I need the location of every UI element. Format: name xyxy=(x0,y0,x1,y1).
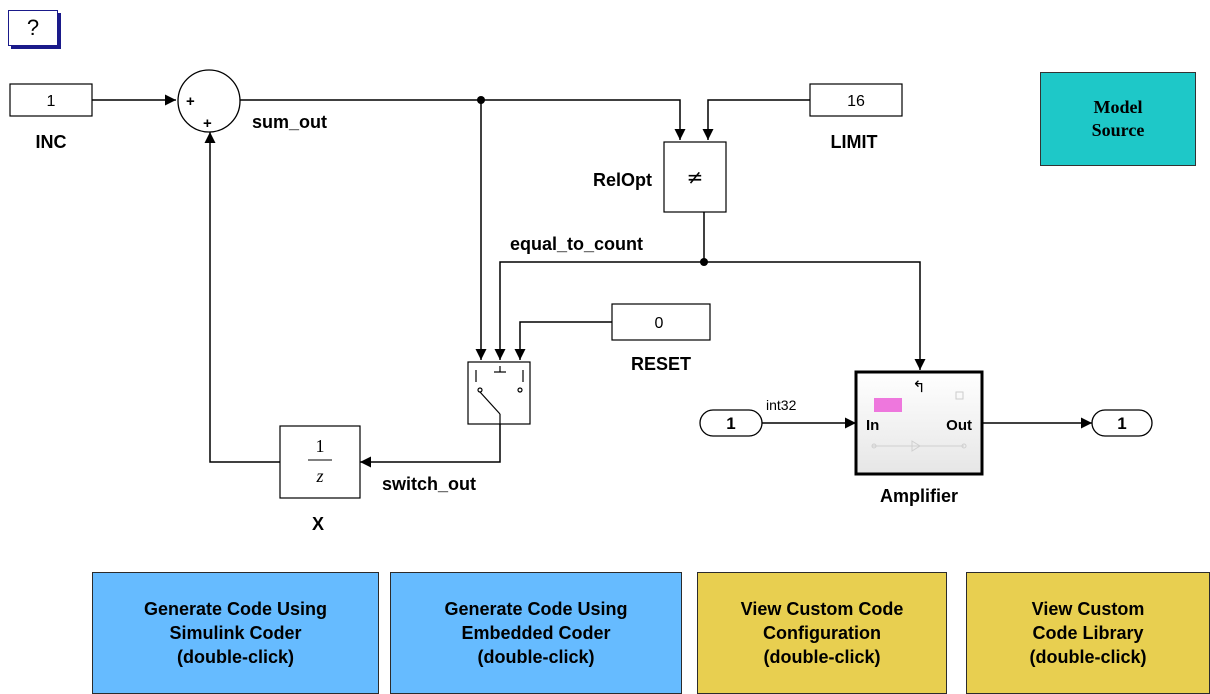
inc-label: INC xyxy=(36,132,67,152)
trigger-icon: ↰ xyxy=(912,377,925,396)
button-line: View Custom xyxy=(1031,599,1145,619)
inport-number: 1 xyxy=(726,414,735,433)
button-line: Generate Code Using xyxy=(444,599,628,619)
line-delay-feedback xyxy=(204,132,280,463)
sum-block[interactable]: + + xyxy=(177,69,241,133)
relopt-block[interactable]: ≠ xyxy=(663,141,727,213)
reset-value: 0 xyxy=(655,315,664,332)
not-equal-symbol: ≠ xyxy=(687,165,704,189)
model-source-line1: Model xyxy=(1093,97,1143,117)
line-eq-branch xyxy=(494,261,704,360)
inc-value: 1 xyxy=(47,93,56,110)
button-line: Generate Code Using xyxy=(143,599,328,619)
line-sum-out xyxy=(238,99,686,140)
junction-dot xyxy=(477,96,485,104)
reset-label: RESET xyxy=(631,354,691,374)
delay-numerator: 1 xyxy=(316,436,325,456)
sum-out-label: sum_out xyxy=(252,112,327,132)
outport-number: 1 xyxy=(1117,414,1126,433)
inc-block[interactable]: 1 xyxy=(9,83,93,117)
line-reset xyxy=(514,321,612,360)
button-line: Embedded Coder xyxy=(461,623,611,643)
amplifier-block[interactable]: ↰ In Out xyxy=(854,370,984,476)
button-line: (double-click) xyxy=(176,647,294,667)
help-button[interactable]: ? xyxy=(8,10,58,46)
amplifier-badge xyxy=(874,398,902,412)
amplifier-preview xyxy=(871,440,967,452)
view-custom-code-library-button[interactable]: View Custom Code Library (double-click) xyxy=(966,572,1210,694)
model-source-block[interactable]: Model Source xyxy=(1040,72,1196,166)
sum-sign-bottom: + xyxy=(203,115,212,132)
inport-block[interactable]: 1 xyxy=(699,409,763,437)
button-line: (double-click) xyxy=(1029,647,1147,667)
delay-denominator: z xyxy=(315,466,323,486)
outport-block[interactable]: 1 xyxy=(1091,409,1153,437)
line-switch-out xyxy=(360,424,501,468)
button-line: Simulink Coder xyxy=(169,623,302,643)
button-line: Code Library xyxy=(1032,623,1144,643)
view-custom-code-configuration-button[interactable]: View Custom Code Configuration (double-c… xyxy=(697,572,947,694)
line-limit xyxy=(702,99,810,140)
switch-out-label: switch_out xyxy=(382,474,476,494)
limit-value: 16 xyxy=(847,93,865,110)
reset-block[interactable]: 0 xyxy=(611,303,711,341)
model-source-line2: Source xyxy=(1091,120,1145,140)
limit-label: LIMIT xyxy=(831,132,878,152)
int32-label: int32 xyxy=(766,397,797,413)
equal-to-count-label: equal_to_count xyxy=(510,234,643,254)
line-equal-to-count xyxy=(703,212,926,370)
amplifier-out-port: Out xyxy=(946,417,972,434)
signal-lines xyxy=(92,94,1092,468)
relopt-label: RelOpt xyxy=(593,170,652,190)
generate-code-simulink-coder-button[interactable]: Generate Code Using Simulink Coder (doub… xyxy=(92,572,379,694)
amplifier-label: Amplifier xyxy=(880,486,958,506)
delay-label: X xyxy=(312,514,324,534)
unit-delay-block[interactable]: 1 z xyxy=(279,425,361,499)
button-line: (double-click) xyxy=(763,647,881,667)
generate-code-embedded-coder-button[interactable]: Generate Code Using Embedded Coder (doub… xyxy=(390,572,682,694)
button-line: (double-click) xyxy=(477,647,595,667)
sum-sign-top: + xyxy=(186,93,195,110)
junction-dot xyxy=(700,258,708,266)
button-line: Configuration xyxy=(763,623,881,643)
amplifier-in-port: In xyxy=(866,417,879,434)
switch-block[interactable] xyxy=(467,361,531,425)
button-line: View Custom Code xyxy=(740,599,904,619)
limit-block[interactable]: 16 xyxy=(809,83,903,117)
